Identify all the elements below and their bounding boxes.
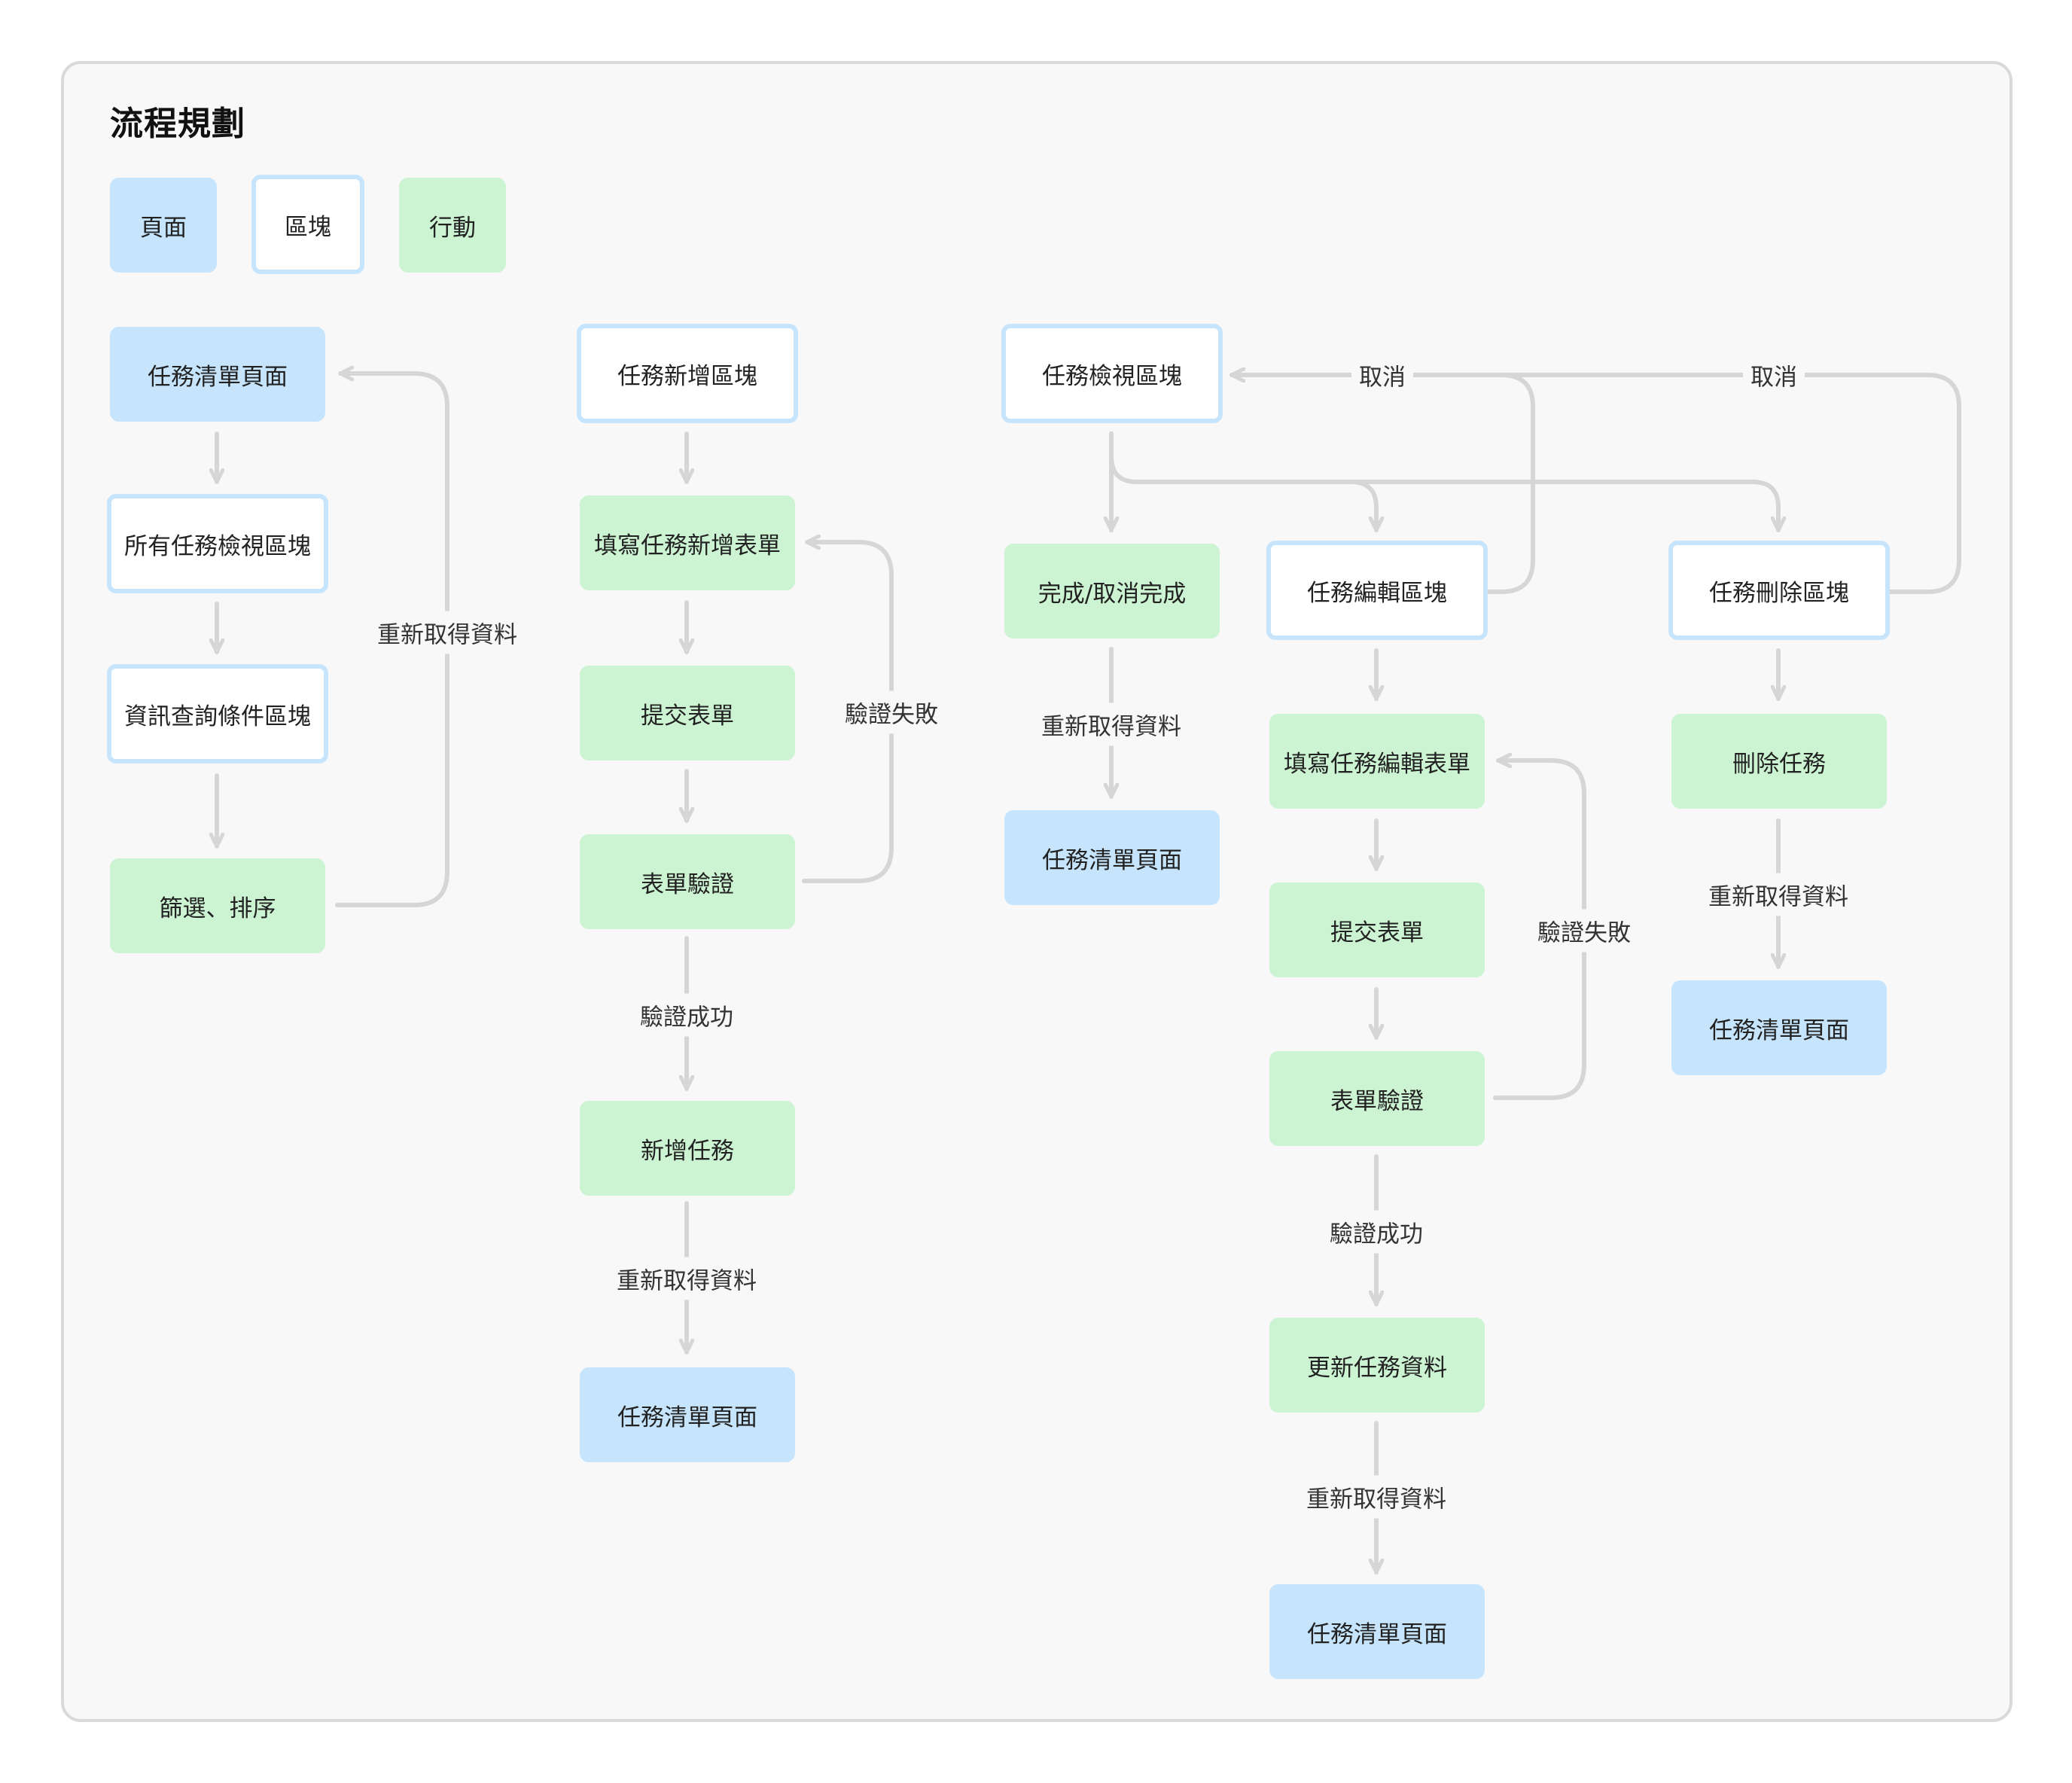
label-fail-edit: 驗證失敗 bbox=[1530, 909, 1638, 952]
label-refetch-edit: 重新取得資料 bbox=[1299, 1475, 1454, 1519]
node-list-page-4: 任務清單頁面 bbox=[1269, 1584, 1485, 1679]
legend-block: 區塊 bbox=[251, 175, 364, 274]
label-refetch-col1: 重新取得資料 bbox=[370, 611, 525, 654]
edge-view-to-delete bbox=[1348, 480, 1778, 532]
node-validate-edit: 表單驗證 bbox=[1269, 1051, 1485, 1146]
node-delete-block: 任務刪除區塊 bbox=[1668, 541, 1890, 640]
node-list-page-3: 任務清單頁面 bbox=[1004, 810, 1220, 905]
node-submit-edit: 提交表單 bbox=[1269, 882, 1485, 977]
node-view-block: 任務檢視區塊 bbox=[1001, 324, 1223, 423]
label-success-edit: 驗證成功 bbox=[1322, 1210, 1431, 1254]
label-cancel-delete: 取消 bbox=[1743, 353, 1805, 397]
node-validate-add: 表單驗證 bbox=[580, 834, 795, 929]
node-edit-block: 任務編輯區塊 bbox=[1266, 541, 1488, 640]
node-delete-task: 刪除任務 bbox=[1671, 714, 1887, 809]
legend-action: 行動 bbox=[399, 178, 506, 273]
label-refetch-toggle: 重新取得資料 bbox=[1034, 703, 1189, 746]
node-update-task: 更新任務資料 bbox=[1269, 1318, 1485, 1413]
node-submit-add: 提交表單 bbox=[580, 666, 795, 760]
label-cancel-edit: 取消 bbox=[1351, 353, 1413, 397]
edge-delete-cancel bbox=[1229, 375, 1961, 594]
node-fill-add-form: 填寫任務新增表單 bbox=[580, 495, 795, 590]
node-list-page-2: 任務清單頁面 bbox=[580, 1367, 795, 1462]
legend-page: 頁面 bbox=[110, 178, 217, 273]
node-fill-edit-form: 填寫任務編輯表單 bbox=[1269, 714, 1485, 809]
label-refetch-delete: 重新取得資料 bbox=[1701, 873, 1856, 916]
node-add-task: 新增任務 bbox=[580, 1101, 795, 1196]
node-toggle-done: 完成/取消完成 bbox=[1004, 544, 1220, 639]
label-success-add: 驗證成功 bbox=[632, 993, 741, 1037]
node-all-tasks-block: 所有任務檢視區塊 bbox=[107, 494, 328, 593]
node-query-block: 資訊查詢條件區塊 bbox=[107, 664, 328, 763]
label-refetch-add: 重新取得資料 bbox=[609, 1257, 764, 1300]
node-add-block: 任務新增區塊 bbox=[577, 324, 798, 423]
edge-view-to-edit bbox=[1109, 431, 1376, 532]
node-list-page-1: 任務清單頁面 bbox=[110, 327, 325, 422]
diagram-title: 流程規劃 bbox=[110, 105, 245, 143]
node-filter-sort: 篩選、排序 bbox=[110, 858, 325, 953]
label-fail-add: 驗證失敗 bbox=[837, 690, 946, 734]
node-list-page-5: 任務清單頁面 bbox=[1671, 980, 1887, 1075]
